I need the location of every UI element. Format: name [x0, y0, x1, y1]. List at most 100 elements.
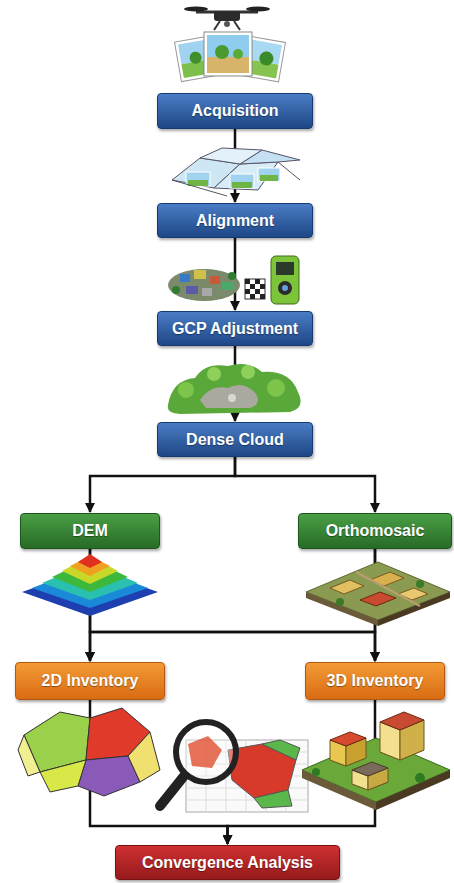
- point-cloud-gcp-part: [250, 284, 255, 289]
- ortho-tile-part: [398, 588, 428, 600]
- magnifier-map-part: [160, 776, 184, 806]
- dense-cloud-icon-part: [178, 382, 194, 398]
- ortho-tile-part: [306, 562, 450, 620]
- city-model-3d-part: [302, 738, 450, 802]
- city-model-3d-part: [330, 732, 366, 746]
- city-model-3d-part: [352, 762, 388, 776]
- process-box: Alignment: [157, 203, 313, 238]
- inventory-box: 3D Inventory: [305, 662, 445, 700]
- point-cloud-gcp-part: [222, 282, 234, 290]
- drone-icon-part: [224, 21, 230, 27]
- drone-icon-part: [214, 21, 220, 30]
- photo-stack-part: [207, 57, 249, 73]
- point-cloud-gcp-part: [186, 286, 198, 294]
- photo-stack-part: [204, 32, 252, 76]
- box-label: 2D Inventory: [42, 672, 139, 690]
- aligned-photos-part: [230, 174, 254, 188]
- drone-icon-part: [184, 7, 208, 12]
- photo-stack-part-part: [258, 50, 274, 66]
- ortho-tile-part: [360, 592, 396, 606]
- city-model-3d-part: [302, 770, 376, 810]
- city-model-3d-part: [415, 773, 425, 783]
- aligned-photos-part: [232, 182, 252, 188]
- process-box: Acquisition: [157, 93, 313, 129]
- flow-arrow: [235, 457, 375, 512]
- aligned-photos-part: [258, 168, 280, 181]
- photo-stack-part: [215, 45, 229, 59]
- point-cloud-gcp-part: [180, 274, 190, 282]
- process-box: Dense Cloud: [157, 422, 313, 457]
- parcel-map-2d-part: [40, 760, 86, 792]
- point-cloud-gcp-part: [228, 272, 236, 280]
- photo-stack-part: [233, 49, 243, 59]
- aligned-photos-part: [214, 162, 278, 190]
- city-model-3d-part: [380, 712, 424, 730]
- magnifier-map: [160, 722, 308, 812]
- ortho-tile: [306, 562, 450, 626]
- point-cloud-gcp-part: [260, 294, 265, 299]
- box-label: Dense Cloud: [186, 431, 284, 449]
- box-label: Convergence Analysis: [142, 854, 313, 872]
- point-cloud-gcp-part: [172, 286, 180, 294]
- dense-cloud-icon-part: [241, 365, 255, 379]
- drone-icon-part: [214, 11, 240, 21]
- ortho-tile-part: [330, 580, 364, 594]
- dense-cloud-icon: [168, 364, 301, 414]
- point-cloud-gcp-part: [245, 279, 265, 299]
- aligned-photos: [172, 148, 300, 196]
- point-cloud-gcp-part: [245, 289, 250, 294]
- box-label: Acquisition: [191, 102, 278, 120]
- parcel-map-2d: [18, 708, 160, 796]
- box-label: Orthomosaic: [326, 522, 425, 540]
- dem-terrain-part: [78, 554, 102, 568]
- ortho-tile-part: [336, 598, 344, 606]
- aligned-photos-part: [186, 172, 210, 186]
- drone-icon: [184, 7, 270, 31]
- aligned-photos-part: [200, 148, 262, 164]
- dense-cloud-icon-part: [200, 385, 258, 408]
- city-model-3d-part: [312, 768, 320, 776]
- process-box: GCP Adjustment: [157, 311, 313, 346]
- point-cloud-gcp-part: [168, 269, 240, 301]
- aligned-photos-part: [278, 162, 300, 180]
- ortho-tile-part: [416, 580, 424, 588]
- result-box: Convergence Analysis: [115, 845, 340, 880]
- point-cloud-gcp-part: [202, 288, 212, 296]
- ortho-tile-part: [356, 572, 420, 606]
- photo-stack-part-part: [189, 51, 203, 65]
- parcel-map-2d-part: [18, 735, 40, 776]
- point-cloud-gcp-part: [255, 289, 260, 294]
- point-cloud-gcp-part: [271, 256, 299, 304]
- ortho-tile-part: [370, 572, 404, 586]
- aligned-photos-part: [260, 175, 278, 181]
- city-model-3d: [302, 712, 450, 810]
- dense-cloud-icon-part: [267, 379, 285, 397]
- point-cloud-gcp-part: [260, 284, 265, 289]
- magnifier-map-part: [262, 740, 300, 760]
- point-cloud-gcp-part: [194, 270, 206, 279]
- photo-stack: [175, 32, 286, 82]
- parcel-map-2d-part: [128, 732, 160, 782]
- dense-cloud-icon-part: [207, 367, 221, 381]
- box-label: GCP Adjustment: [172, 320, 298, 338]
- dem-terrain: [22, 554, 158, 616]
- point-cloud-gcp-part: [210, 276, 220, 284]
- point-cloud-gcp-part: [250, 294, 255, 299]
- point-cloud-gcp-part: [282, 285, 288, 291]
- point-cloud-gcp-part: [255, 279, 260, 284]
- dense-cloud-icon-part: [168, 364, 301, 414]
- drone-icon-part: [234, 21, 240, 30]
- magnifier-map-part: [188, 736, 222, 768]
- dense-cloud-icon-part: [228, 394, 236, 402]
- point-cloud-gcp-part: [245, 279, 250, 284]
- flow-arrow: [90, 457, 235, 512]
- box-label: 3D Inventory: [327, 672, 424, 690]
- point-cloud-gcp-part: [278, 281, 292, 295]
- product-box: DEM: [20, 513, 160, 549]
- magnifier-map-part: [254, 790, 292, 808]
- box-label: Alignment: [196, 212, 274, 230]
- point-cloud-gcp-part: [276, 262, 294, 275]
- aligned-photos-part: [172, 180, 227, 196]
- inventory-box: 2D Inventory: [15, 662, 165, 700]
